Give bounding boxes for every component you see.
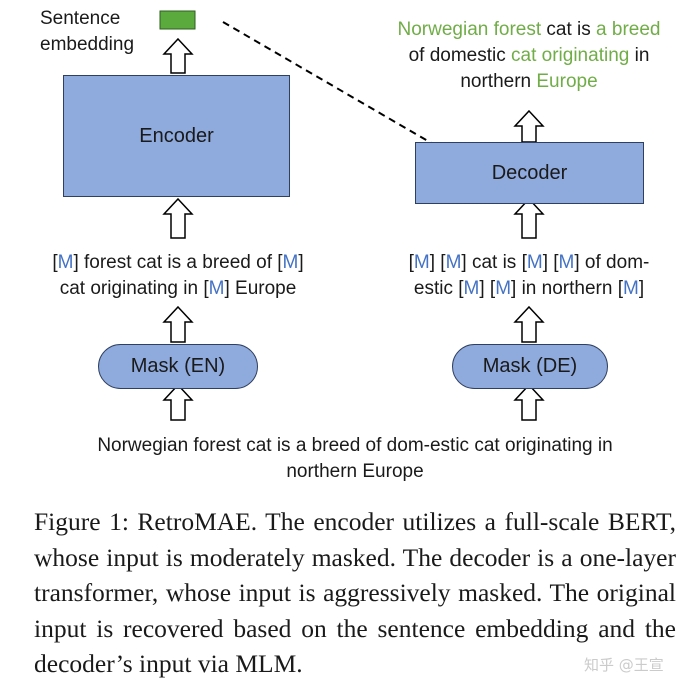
up-arrow-decoder-output-icon	[513, 109, 545, 143]
up-arrow-decoder-input-icon	[513, 197, 545, 239]
text-run: [	[408, 252, 414, 273]
text-run: ] in northern	[511, 278, 618, 299]
decoder-masked-input-line2: estic [M] [M] in northern [M]	[374, 276, 684, 302]
mask-token: M	[622, 278, 639, 299]
decoder-masked-input: [M] [M] cat is [M] [M] of dom- estic [M]…	[374, 250, 684, 302]
up-arrow-mask-de-output-icon	[513, 305, 545, 343]
original-input-line2: northern Europe	[286, 461, 424, 482]
up-arrow-mask-en-output-icon	[162, 305, 194, 343]
text-run: ]	[638, 278, 645, 299]
sentence-embedding-label: Sentence embedding	[40, 6, 134, 58]
text-run: ] cat is	[461, 252, 522, 273]
decoder-block: Decoder	[415, 142, 644, 204]
text-run: [	[489, 278, 496, 299]
up-arrow-encoder-input-icon	[162, 197, 194, 239]
watermark-text: 知乎 @王宣	[584, 656, 664, 674]
text-run: [	[617, 278, 623, 299]
mask-token: M	[445, 252, 462, 273]
up-arrow-mask-en-input-icon	[162, 383, 194, 421]
up-arrow-embedding-icon	[162, 37, 194, 74]
text-run: of domestic	[408, 45, 512, 66]
text-run: [	[521, 252, 527, 273]
sentence-embedding-label-line1: Sentence	[40, 8, 121, 29]
encoder-masked-input-line2: cat originating in [M] Europe	[20, 276, 336, 302]
mask-token: M	[526, 252, 543, 273]
text-run: estic	[413, 278, 459, 299]
text-run: ]	[479, 278, 490, 299]
text-run: ]	[298, 252, 304, 273]
encoder-label: Encoder	[139, 124, 214, 147]
text-run: ]	[429, 252, 441, 273]
encoder-block: Encoder	[63, 75, 290, 197]
mask-token: M	[208, 278, 225, 299]
text-run: ] of dom-	[574, 252, 650, 273]
mask-de-label: Mask (DE)	[482, 355, 578, 377]
mask-en-label: Mask (EN)	[130, 355, 226, 377]
text-run: [	[553, 252, 559, 273]
original-input-line1: Norwegian forest cat is a breed of dom-e…	[97, 435, 613, 456]
decoder-output-line1: Norwegian forest cat is a breed	[374, 17, 684, 43]
recovered-token: Norwegian forest	[397, 19, 542, 40]
up-arrow-mask-de-input-icon	[513, 383, 545, 421]
mask-token: M	[282, 252, 299, 273]
recovered-token: Europe	[536, 71, 598, 92]
decoder-output-line3: northern Europe	[374, 69, 684, 95]
decoder-label: Decoder	[491, 161, 568, 184]
mask-token: M	[413, 252, 430, 273]
recovered-token: a breed	[596, 19, 661, 40]
text-run: cat is	[541, 19, 597, 40]
mask-en-block: Mask (EN)	[98, 344, 258, 389]
mask-token: M	[495, 278, 512, 299]
text-run: in	[629, 45, 650, 66]
mask-de-block: Mask (DE)	[452, 344, 608, 389]
text-run: [	[458, 278, 464, 299]
embedding-to-decoder-dashed-arrow	[222, 21, 468, 165]
text-run: ]	[542, 252, 554, 273]
encoder-masked-input: [M] forest cat is a breed of [M] cat ori…	[20, 250, 336, 302]
sentence-embedding-vector	[159, 10, 196, 30]
mask-token: M	[558, 252, 575, 273]
recovered-token: cat originating	[511, 45, 630, 66]
figure-caption: Figure 1: RetroMAE. The encoder utilizes…	[34, 507, 676, 678]
text-run: [	[277, 252, 283, 273]
text-run: ] Europe	[224, 278, 297, 299]
decoder-output-line2: of domestic cat originating in	[374, 43, 684, 69]
mask-token: M	[57, 252, 74, 273]
mask-token: M	[463, 278, 480, 299]
encoder-masked-input-line1: [M] forest cat is a breed of [M]	[20, 250, 336, 276]
text-run: [	[440, 252, 446, 273]
decoder-masked-input-line1: [M] [M] cat is [M] [M] of dom-	[374, 250, 684, 276]
text-run: [	[203, 278, 209, 299]
text-run: northern	[460, 71, 537, 92]
decoder-output-text: Norwegian forest cat is a breed of domes…	[374, 17, 684, 95]
original-input-text: Norwegian forest cat is a breed of dom-e…	[30, 433, 680, 485]
text-run: ] forest cat is a breed of	[73, 252, 278, 273]
text-run: [	[52, 252, 58, 273]
text-run: cat originating in	[59, 278, 204, 299]
sentence-embedding-label-line2: embedding	[40, 34, 135, 55]
